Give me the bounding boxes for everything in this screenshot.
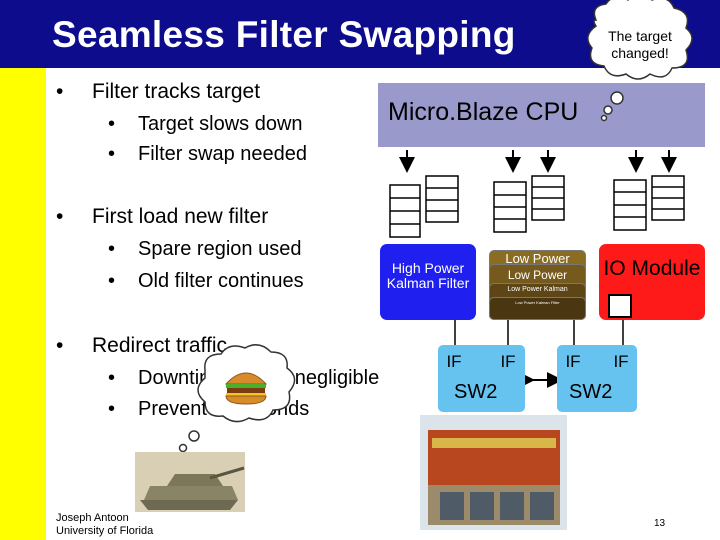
bullet-dot: • xyxy=(56,80,64,103)
sub-bullet-text: Old filter continues xyxy=(138,270,304,292)
slide-title: Seamless Filter Swapping xyxy=(52,14,516,55)
thought-bubble-target xyxy=(587,0,693,122)
io-port-square xyxy=(608,294,632,318)
switch-label: SW2 xyxy=(454,381,498,403)
sub-bullet-text: Spare region used xyxy=(138,238,302,260)
interface-port: IF xyxy=(440,347,468,377)
low-power-filter-stack: Low Power Low Power Low Power Kalman Low… xyxy=(489,250,586,320)
sub-bullet-text: Filter swap needed xyxy=(138,143,307,165)
burger-restaurant-image xyxy=(420,415,567,530)
filter-to-switch-links xyxy=(454,320,624,345)
hamburger-icon xyxy=(224,372,268,405)
switch-label: SW2 xyxy=(569,381,613,403)
interface-port: IF xyxy=(607,347,635,377)
sub-bullet-text: Target slows down xyxy=(138,113,303,135)
tank-image xyxy=(135,452,245,512)
sub-bullet-dot: • xyxy=(108,398,116,420)
sub-bullet-dot: • xyxy=(108,113,116,135)
cpu-label: Micro.Blaze CPU xyxy=(388,98,579,126)
bullet-dot: • xyxy=(56,334,64,357)
fifo-buffers xyxy=(389,175,685,238)
low-power-filter-layer: Low Power Kalman Filter xyxy=(489,297,586,320)
side-accent-bar xyxy=(0,68,46,540)
bullet-dot: • xyxy=(56,205,64,228)
high-power-kalman-filter: High Power Kalman Filter xyxy=(380,244,476,320)
interface-port: IF xyxy=(559,347,587,377)
sub-bullet-dot: • xyxy=(108,367,116,389)
sub-bullet-dot: • xyxy=(108,270,116,292)
io-module-block: IO Module xyxy=(599,244,705,320)
footer-affiliation: University of Florida xyxy=(56,525,154,537)
switch-sw2-left: IF IF SW2 xyxy=(438,345,525,412)
sub-bullet-dot: • xyxy=(108,143,116,165)
interface-port: IF xyxy=(494,347,522,377)
microblaze-cpu-block: Micro.Blaze CPU xyxy=(378,83,705,147)
thought-bubble-text: The target changed! xyxy=(608,28,672,61)
sub-bullet-dot: • xyxy=(108,238,116,260)
switch-sw2-right: IF IF SW2 xyxy=(557,345,637,412)
cpu-bus-arrows xyxy=(399,150,677,173)
page-number: 13 xyxy=(654,518,666,529)
bullet-text: Filter tracks target xyxy=(92,80,261,103)
bullet-text: First load new filter xyxy=(92,205,269,228)
footer-author-block: Joseph Antoon University of Florida xyxy=(56,512,153,538)
bullet-text: Redirect traffic xyxy=(92,334,227,357)
footer-author: Joseph Antoon xyxy=(56,512,129,524)
